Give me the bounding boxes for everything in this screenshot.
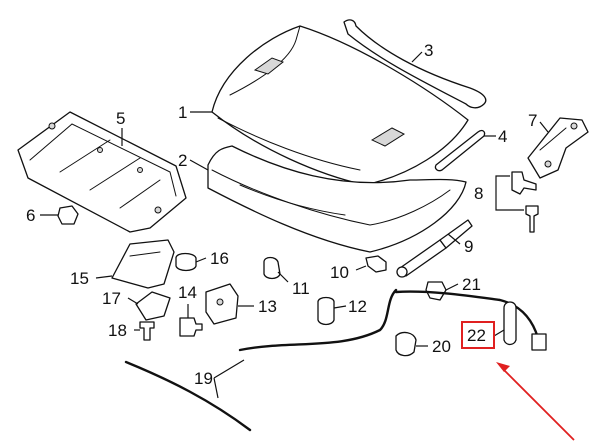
- clip-part-6: [57, 205, 79, 225]
- under-engine-shield: [17, 111, 187, 233]
- grommet: [175, 252, 197, 272]
- label-15: 15: [70, 269, 89, 288]
- label-2: 2: [178, 151, 187, 170]
- label-1: 1: [178, 103, 187, 122]
- label-20: 20: [432, 337, 451, 356]
- label-10: 10: [330, 263, 349, 282]
- hood-latch: [205, 283, 239, 325]
- stud-part-10: [365, 255, 387, 273]
- label-9: 9: [464, 237, 473, 256]
- hinge-bolt-upper: [511, 171, 537, 195]
- label-14: 14: [178, 283, 197, 302]
- label-21: 21: [462, 275, 481, 294]
- label-6: 6: [26, 206, 35, 225]
- cable-handle: [395, 331, 417, 357]
- label-5: 5: [116, 109, 125, 128]
- label-18: 18: [108, 321, 127, 340]
- label-3: 3: [424, 41, 433, 60]
- label-17: 17: [102, 289, 121, 308]
- latch-bracket: [111, 239, 175, 289]
- bump-stop: [263, 256, 281, 280]
- hood-hinge: [527, 117, 589, 179]
- leader-lines: [40, 51, 549, 399]
- label-11: 11: [292, 279, 310, 298]
- release-cable: [124, 288, 398, 432]
- highlight-box-22: [461, 321, 495, 349]
- label-7: 7: [528, 111, 537, 130]
- label-22: 22: [467, 326, 486, 345]
- label-13: 13: [258, 297, 277, 316]
- latch-switch: [394, 290, 547, 351]
- rubber-buffer: [317, 296, 335, 326]
- label-19: 19: [194, 369, 213, 388]
- label-8: 8: [474, 184, 483, 203]
- hood-panel-inner: [207, 145, 467, 253]
- bolt-part-21: [425, 281, 447, 301]
- screw-part-14: [179, 317, 203, 337]
- hood-support-strut: [396, 219, 473, 278]
- hood-weatherstrip: [343, 19, 487, 109]
- label-4: 4: [498, 127, 507, 146]
- hood-panel-outer: [211, 25, 469, 186]
- callout-arrow: [496, 362, 575, 441]
- label-12: 12: [348, 297, 367, 316]
- pad-part-17: [135, 291, 171, 321]
- label-16: 16: [210, 249, 229, 268]
- push-pin: [139, 321, 155, 341]
- hinge-bolt-lower: [525, 205, 539, 233]
